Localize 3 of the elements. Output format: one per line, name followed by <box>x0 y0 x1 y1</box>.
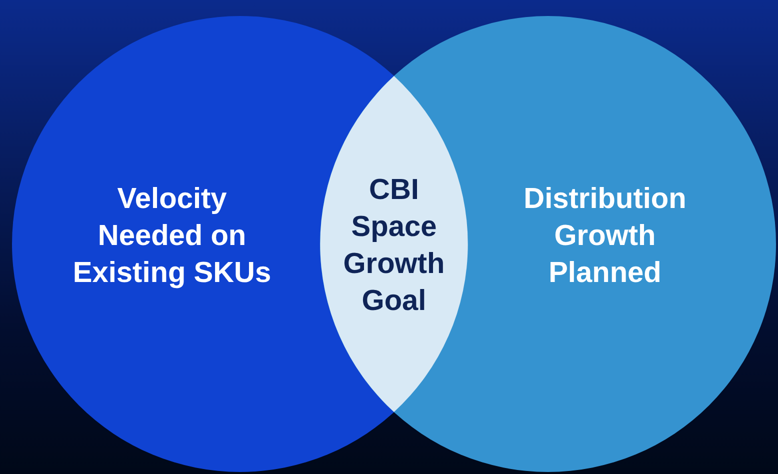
circle-label: Distribution Growth Planned <box>522 182 688 291</box>
circle-label: CBI Space Growth Goal <box>342 173 446 319</box>
circle-label: Velocity Needed on Existing SKUs <box>72 182 272 291</box>
